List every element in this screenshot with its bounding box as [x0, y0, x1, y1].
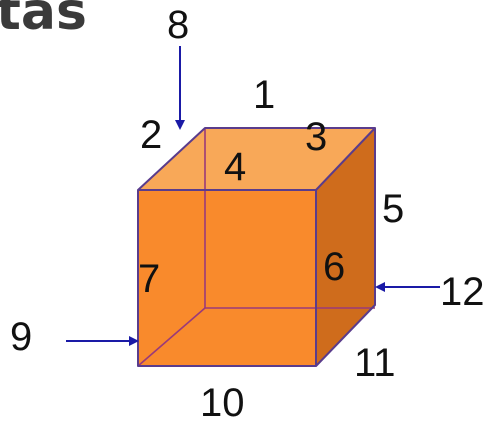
cube-top-face	[138, 128, 375, 190]
edge-label-12: 12	[440, 270, 485, 314]
edge-label-1: 1	[253, 73, 275, 117]
edge-label-10: 10	[200, 381, 245, 425]
edge-label-4: 4	[224, 145, 246, 189]
heading-fragment: tas	[0, 0, 87, 42]
hidden-edges	[137, 128, 375, 367]
cube-right-face	[316, 128, 375, 366]
cube-front-face	[138, 190, 316, 366]
edge-label-7: 7	[138, 257, 160, 301]
edge-label-8: 8	[167, 3, 189, 47]
edge-label-5: 5	[382, 187, 404, 231]
edge-label-6: 6	[323, 245, 345, 289]
hidden-edge-bottom-left	[137, 307, 206, 367]
edge-label-9: 9	[10, 315, 32, 359]
edge-label-11: 11	[354, 341, 396, 385]
side-outline	[315, 128, 376, 367]
visible-edges	[137, 127, 376, 367]
top-right-outline	[137, 127, 376, 191]
edge-label-2: 2	[140, 113, 162, 157]
edge-label-3: 3	[305, 115, 327, 159]
